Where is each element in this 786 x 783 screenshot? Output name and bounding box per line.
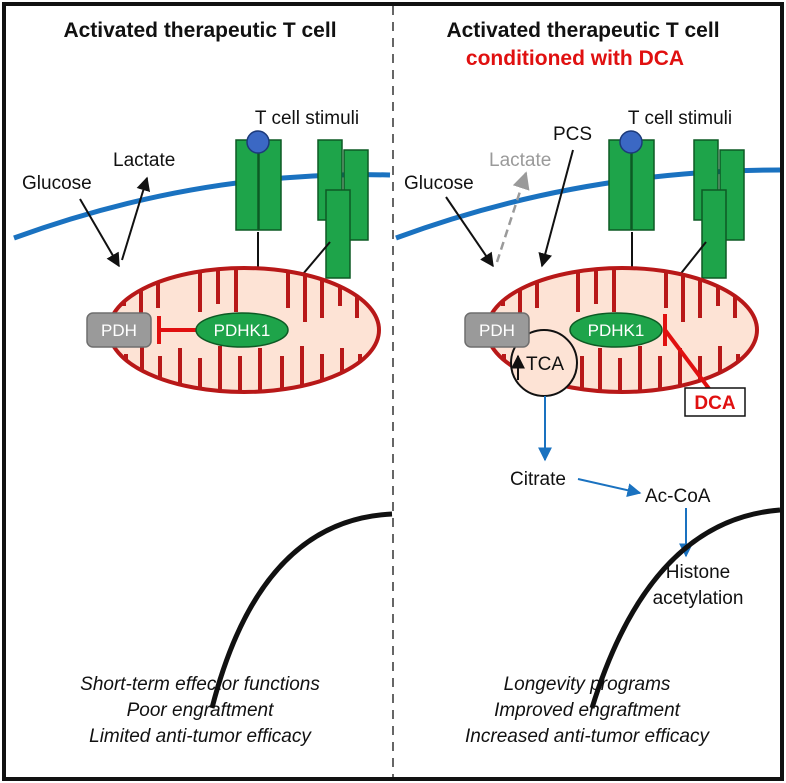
right-pdh-label: PDH <box>479 321 515 340</box>
left-pdhk1-label: PDHK1 <box>214 321 271 340</box>
citrate-label: Citrate <box>510 469 566 490</box>
right-outcome-3: Increased anti-tumor efficacy <box>465 726 710 747</box>
left-outcome-3: Limited anti-tumor efficacy <box>89 726 312 747</box>
histone-label-line2: acetylation <box>653 588 744 609</box>
left-lactate-arrow <box>121 176 151 261</box>
right-glucose-label: Glucose <box>404 173 474 194</box>
left-nucleus-envelope <box>209 511 393 709</box>
left-ligand-dot <box>246 130 270 154</box>
right-stimuli-label: T cell stimuli <box>628 108 732 129</box>
left-pdh-box <box>86 312 152 348</box>
right-ligand-dot <box>619 130 643 154</box>
left-outcome-1: Short-term effector functions <box>80 674 320 695</box>
right-nucleus-envelope <box>589 507 781 709</box>
left-stimuli-label: T cell stimuli <box>255 108 359 129</box>
left-pdh-label: PDH <box>101 321 137 340</box>
right-title: Activated therapeutic T cell <box>446 19 719 42</box>
left-lactate-label: Lactate <box>113 150 175 171</box>
acoa-label: Ac-CoA <box>645 486 711 507</box>
histone-label-line1: Histone <box>666 562 730 583</box>
right-outcome-2: Improved engraftment <box>494 700 681 721</box>
left-receptor-2 <box>317 139 369 279</box>
right-glucose-arrow <box>445 196 494 268</box>
right-pcs-arrow <box>538 149 574 268</box>
left-glucose-arrow <box>79 198 120 268</box>
dca-label: DCA <box>694 393 735 414</box>
right-receptor-1 <box>608 130 655 231</box>
right-pdhk1-ellipse <box>569 312 663 348</box>
left-title: Activated therapeutic T cell <box>63 19 336 42</box>
left-pdhk1-ellipse <box>195 312 289 348</box>
right-subtitle: conditioned with DCA <box>466 47 684 70</box>
right-outcome-1: Longevity programs <box>504 674 671 695</box>
right-lactate-label: Lactate <box>489 150 551 171</box>
right-pcs-label: PCS <box>553 124 592 145</box>
right-receptor-2 <box>693 139 745 279</box>
left-receptor-1 <box>235 130 282 231</box>
dca-inhibit-line <box>663 328 712 392</box>
right-pdh-box <box>464 312 530 348</box>
citrate-to-acoa-arrow <box>577 478 642 498</box>
right-pdhk1-label: PDHK1 <box>588 321 645 340</box>
tca-label: TCA <box>526 354 564 375</box>
dca-box <box>684 387 746 417</box>
left-glucose-label: Glucose <box>22 173 92 194</box>
left-outcome-2: Poor engraftment <box>127 700 275 721</box>
right-lactate-arrow <box>495 171 530 263</box>
